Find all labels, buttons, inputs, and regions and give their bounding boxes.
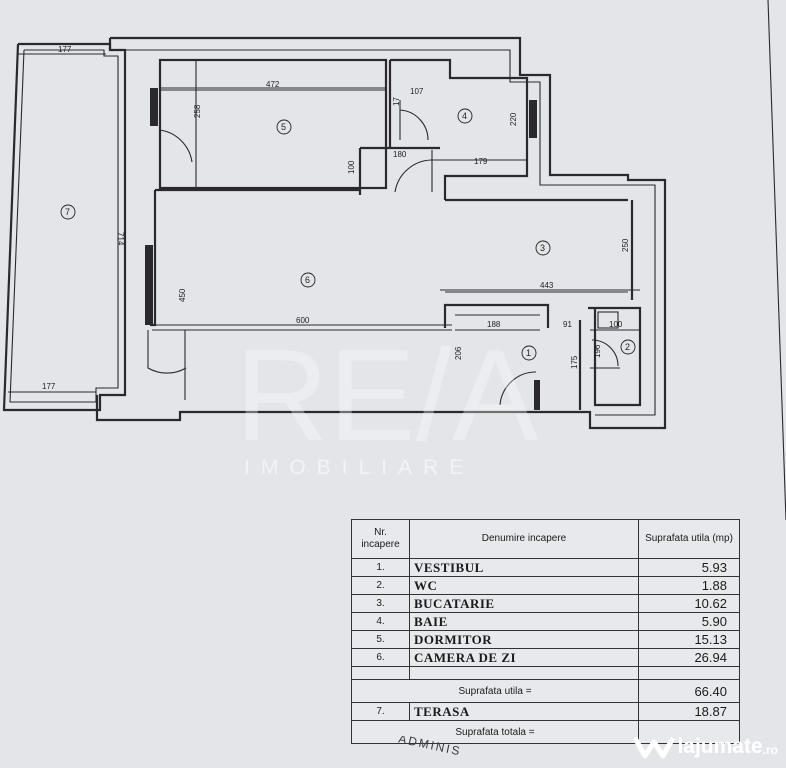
dim-terrace-bottom: 177 <box>42 382 56 391</box>
lajumate-mark-icon <box>633 736 676 759</box>
useful-area-label: Suprafata utila = <box>351 679 639 703</box>
header-area: Suprafata utila (mp) <box>638 519 740 559</box>
dim-vestibul-height: 206 <box>454 346 463 360</box>
svg-text:3: 3 <box>540 243 545 253</box>
dim-terrace-top: 177 <box>58 45 72 54</box>
table-row: 6. CAMERA DE ZI 26.94 <box>351 648 740 667</box>
apartment-outline <box>95 36 667 430</box>
terrace-outline <box>2 42 127 412</box>
dim-wc-width: 100 <box>609 320 623 329</box>
svg-text:2: 2 <box>625 342 630 352</box>
room-marker-4: 4 <box>457 108 473 124</box>
room-vestibul <box>443 303 582 410</box>
total-area-row: Suprafata totala = <box>351 720 740 744</box>
dim-height-175: 175 <box>570 355 579 369</box>
svg-text:1: 1 <box>526 348 531 358</box>
dim-baie-top: 107 <box>410 87 424 96</box>
room-area-table: Nr. incapere Denumire incapere Suprafata… <box>351 519 740 744</box>
room-baie <box>388 58 537 200</box>
dim-dormitor-height: 258 <box>193 104 202 118</box>
table-header-row: Nr. incapere Denumire incapere Suprafata… <box>351 519 740 559</box>
dim-dormitor-width: 472 <box>266 80 280 89</box>
table-row: 3. BUCATARIE 10.62 <box>351 594 740 613</box>
dim-camera-height: 450 <box>178 288 187 302</box>
watermark-subtitle: IMOBILIARE <box>244 456 474 479</box>
svg-text:4: 4 <box>462 111 467 121</box>
watermark-logo: RE/A <box>235 322 539 468</box>
room-living-kitchen <box>145 188 640 400</box>
dim-terrace-height: 714 <box>116 232 125 246</box>
header-name: Denumire incapere <box>409 519 639 559</box>
room-marker-2: 2 <box>620 339 636 355</box>
dim-baie-bottom: 179 <box>474 157 488 166</box>
dim-bucatarie-height: 250 <box>621 238 630 252</box>
lajumate-logo: lajumate .ro <box>631 732 778 762</box>
page-edge <box>767 0 786 520</box>
dim-bucatarie-width: 443 <box>540 281 554 290</box>
useful-area-value: 66.40 <box>638 679 740 703</box>
header-nr: Nr. incapere <box>351 519 410 559</box>
dim-baie-small: 17 <box>392 97 401 106</box>
table-row: 2. WC 1.88 <box>351 576 740 595</box>
table-row: 4. BAIE 5.90 <box>351 612 740 631</box>
room-marker-7: 7 <box>60 204 76 220</box>
dim-gap-91: 91 <box>563 320 572 329</box>
room-marker-6: 6 <box>300 272 316 288</box>
dim-hall-width: 180 <box>393 150 407 159</box>
svg-text:6: 6 <box>305 275 310 285</box>
dim-hall-height: 100 <box>347 160 356 174</box>
table-row: 5. DORMITOR 15.13 <box>351 630 740 649</box>
room-wc <box>588 306 642 407</box>
table-row: 1. VESTIBUL 5.93 <box>351 558 740 577</box>
hall <box>358 146 440 195</box>
table-spacer <box>351 666 740 680</box>
dim-vestibul-width: 188 <box>487 320 501 329</box>
dim-wc-height: 196 <box>593 344 602 358</box>
dim-camera-width: 600 <box>296 316 310 325</box>
svg-text:7: 7 <box>65 207 70 217</box>
svg-text:5: 5 <box>281 122 286 132</box>
terrace-row: 7. TERASA 18.87 <box>351 702 740 721</box>
floor-plan: 177 177 714 472 258 107 17 220 179 180 1… <box>2 0 786 520</box>
room-marker-5: 5 <box>276 119 292 135</box>
room-marker-1: 1 <box>521 345 537 361</box>
dimension-lines <box>8 53 640 393</box>
room-dormitor <box>150 58 388 190</box>
room-marker-3: 3 <box>535 240 551 256</box>
total-area-label: Suprafata totala = <box>351 720 639 744</box>
useful-area-row: Suprafata utila = 66.40 <box>351 679 740 703</box>
dim-baie-height: 220 <box>509 112 518 126</box>
